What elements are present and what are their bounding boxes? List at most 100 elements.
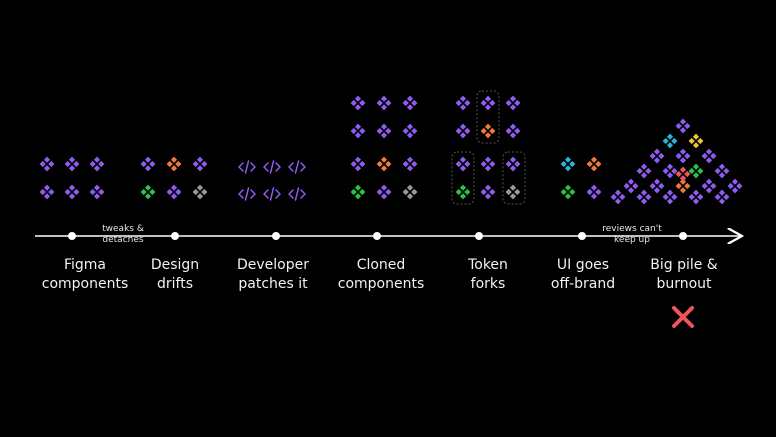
component-diamond-icon [688,133,704,149]
component-diamond-icon [586,156,602,172]
stage-label-line1: Figma [63,257,107,273]
component-diamond-icon [636,163,652,179]
component-diamond-icon [480,184,496,200]
timeline-dot [68,232,76,240]
timeline-dot [578,232,586,240]
stage-label-developer-patches: Developer patches it [213,256,333,294]
stage-label-line1: Design [150,257,200,273]
component-diamond-icon [586,184,602,200]
timeline-dot [475,232,483,240]
stage-label-line1: Big pile & [650,257,718,273]
stage-label-line2: components [337,276,425,292]
token-fork-group-outline [502,151,526,205]
component-diamond-icon [166,156,182,172]
component-diamond-icon [688,189,704,205]
component-diamond-icon [455,95,471,111]
component-diamond-icon [192,156,208,172]
stage-label-line1: Cloned [356,257,406,273]
code-brackets-icon [288,187,306,201]
note-tweaks-detaches: tweaks & detaches [88,224,158,246]
note-line2: detaches [102,235,144,245]
component-diamond-icon [505,95,521,111]
code-brackets-icon [288,160,306,174]
component-diamond-icon [688,163,704,179]
component-diamond-icon [402,95,418,111]
component-diamond-icon [350,184,366,200]
component-diamond-icon [402,156,418,172]
stage-label-ui-off-brand: UI goes off-brand [523,256,643,294]
component-diamond-icon [505,123,521,139]
stage-label-line2: patches it [238,276,308,292]
component-diamond-icon [402,123,418,139]
component-diamond-icon [89,184,105,200]
note-reviews-cant-keep-up: reviews can't keep up [597,224,667,246]
component-diamond-icon [649,178,665,194]
component-diamond-icon [662,133,678,149]
component-diamond-icon [140,156,156,172]
component-diamond-icon [350,123,366,139]
component-diamond-icon [662,189,678,205]
code-brackets-icon [263,187,281,201]
stage-label-line2: off-brand [550,276,616,292]
token-fork-group-outline [451,151,475,205]
timeline-dot [373,232,381,240]
component-diamond-icon [560,156,576,172]
timeline-dot [171,232,179,240]
component-diamond-icon [402,184,418,200]
component-diamond-icon [64,156,80,172]
component-diamond-icon [623,178,639,194]
component-diamond-icon [89,156,105,172]
note-line1: reviews can't [602,224,662,234]
component-diamond-icon [675,118,691,134]
code-brackets-icon [238,187,256,201]
component-diamond-icon [636,189,652,205]
component-diamond-icon [480,156,496,172]
stage-label-design-drifts: Design drifts [115,256,235,294]
component-diamond-icon [560,184,576,200]
timeline-dot [679,232,687,240]
stage-label-token-forks: Token forks [428,256,548,294]
timeline-dot [272,232,280,240]
component-diamond-icon [455,156,471,172]
component-diamond-icon [166,184,182,200]
component-diamond-icon [610,189,626,205]
stage-label-line1: Developer [236,257,309,273]
component-diamond-icon [455,123,471,139]
component-diamond-icon [675,148,691,164]
stage-label-line1: UI goes [556,257,610,273]
component-diamond-icon [350,95,366,111]
component-diamond-icon [39,184,55,200]
component-diamond-icon [480,95,496,111]
component-diamond-icon [140,184,156,200]
note-line2: keep up [614,235,650,245]
component-diamond-icon [727,178,743,194]
component-diamond-icon [64,184,80,200]
component-diamond-icon [649,148,665,164]
component-diamond-icon [675,178,691,194]
code-brackets-icon [263,160,281,174]
component-diamond-icon [350,156,366,172]
component-diamond-icon [714,189,730,205]
component-diamond-icon [376,123,392,139]
red-x-icon [672,306,694,328]
component-diamond-icon [192,184,208,200]
component-diamond-icon [39,156,55,172]
component-diamond-icon [376,156,392,172]
stage-label-figma-components: Figma components [25,256,145,294]
component-diamond-icon [675,166,691,182]
component-diamond-icon [714,163,730,179]
component-diamond-icon [376,184,392,200]
component-diamond-icon [480,123,496,139]
component-diamond-icon [455,184,471,200]
component-diamond-icon [701,178,717,194]
component-diamond-icon [505,184,521,200]
note-line1: tweaks & [102,224,144,234]
component-diamond-icon [662,163,678,179]
stage-label-cloned-components: Cloned components [321,256,441,294]
stage-label-line2: burnout [656,276,712,292]
component-diamond-icon [701,148,717,164]
code-brackets-icon [238,160,256,174]
stage-label-big-pile-burnout: Big pile & burnout [624,256,744,294]
stage-label-line2: drifts [157,276,193,292]
